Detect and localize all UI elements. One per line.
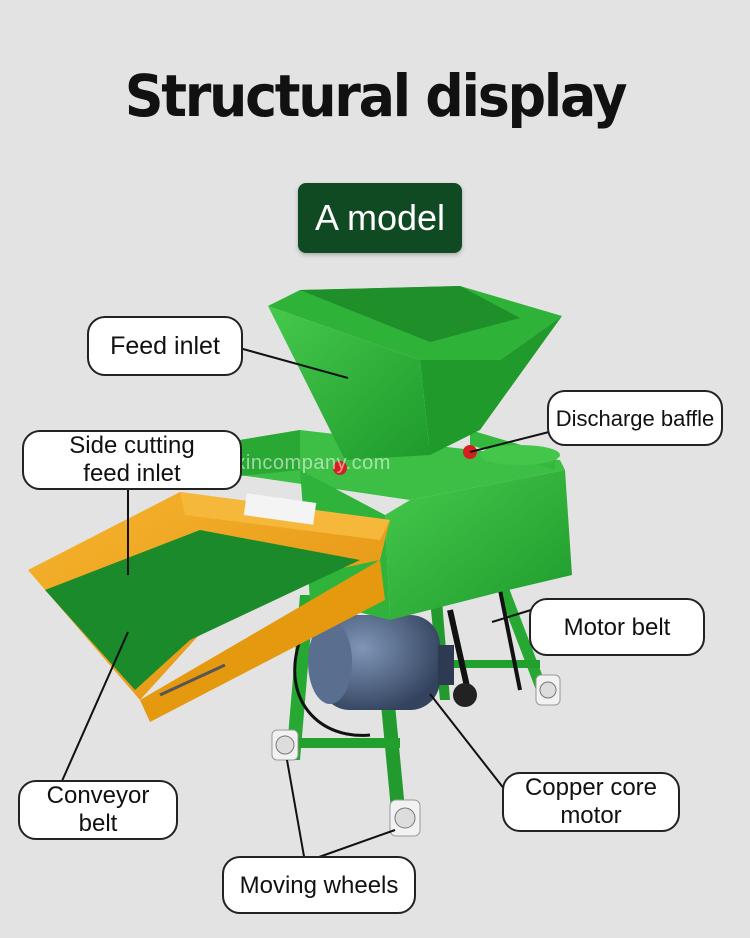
feed-inlet-hopper <box>268 286 562 475</box>
model-badge: A model <box>298 183 462 253</box>
discharge-baffle <box>470 430 560 470</box>
moving-wheels <box>271 674 561 837</box>
callout-discharge-baffle: Discharge baffle <box>547 390 723 446</box>
callout-moving-wheels: Moving wheels <box>222 856 416 914</box>
page-title: Structural display <box>124 62 628 130</box>
conveyor-feeder <box>28 492 390 722</box>
leader-lines <box>61 345 550 863</box>
callout-feed-inlet: Feed inlet <box>87 316 243 376</box>
callout-conveyor-belt: Conveyor belt <box>18 780 178 840</box>
callout-motor-belt: Motor belt <box>529 598 705 656</box>
motor-belt <box>447 589 522 707</box>
callout-side-cutting-feed-inlet: Side cutting feed inlet <box>22 430 242 490</box>
copper-core-motor <box>293 615 454 737</box>
callout-copper-core-motor: Copper core motor <box>502 772 680 832</box>
